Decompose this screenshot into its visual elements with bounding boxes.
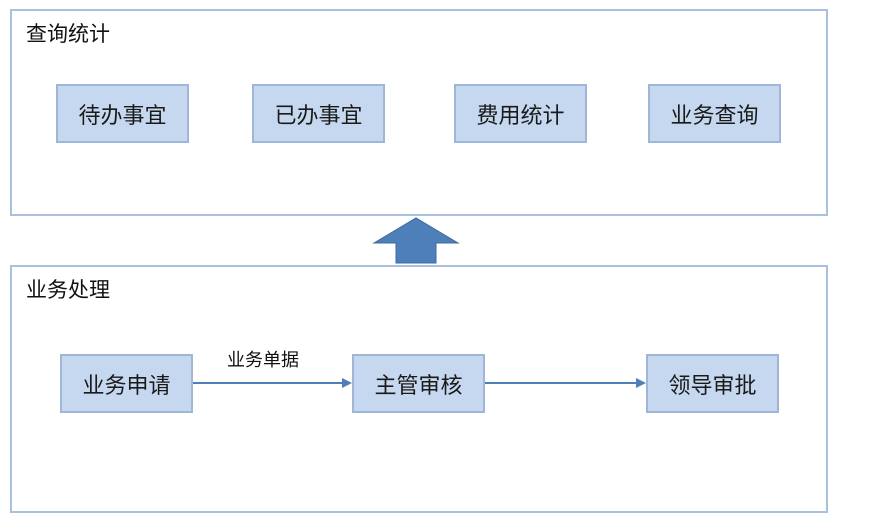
business-document-label: 业务单据 xyxy=(227,350,299,371)
business-process-title: 业务处理 xyxy=(26,278,110,302)
completed-items-box[interactable]: 已办事宜 xyxy=(252,84,385,143)
business-application-box[interactable]: 业务申请 xyxy=(60,354,193,413)
pending-items-box[interactable]: 待办事宜 xyxy=(56,84,189,143)
leader-approval-box[interactable]: 领导审批 xyxy=(646,354,779,413)
query-stats-title: 查询统计 xyxy=(26,22,110,46)
manager-review-box[interactable]: 主管审核 xyxy=(352,354,485,413)
expense-stats-box[interactable]: 费用统计 xyxy=(454,84,587,143)
business-query-box[interactable]: 业务查询 xyxy=(648,84,781,143)
